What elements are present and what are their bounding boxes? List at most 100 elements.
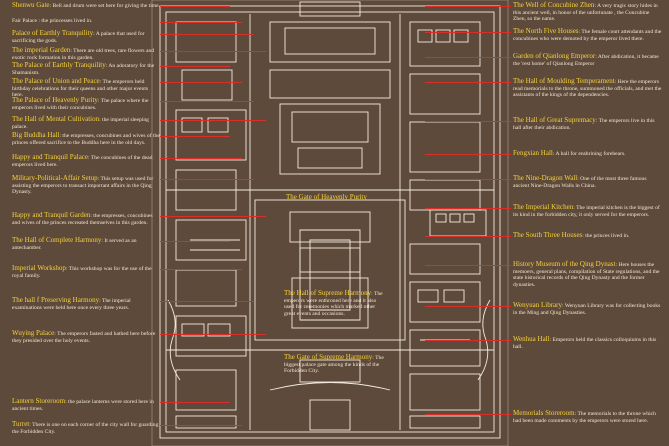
left-label-11: Happy and Tranquil Garden: the empresses… <box>12 212 160 226</box>
label-text: : The memorials to the throne which had … <box>513 411 656 424</box>
leader-line <box>425 414 511 415</box>
leader-line <box>160 334 266 335</box>
label-text: : The palace where the emperors lived wi… <box>12 98 149 111</box>
label-text: : A very tragic story hides in this anci… <box>513 3 658 23</box>
leader-line <box>425 208 511 209</box>
label-text: : The emperors fasted and bathed here be… <box>12 331 156 344</box>
label-title: Happy and Tranquil Garden <box>12 211 91 219</box>
label-title: The Hall of Complete Harmony <box>12 236 102 244</box>
label-text: Fair Palace : the princesses lived in. <box>12 18 93 24</box>
right-label-1: The North Five Houses: The female court … <box>513 28 663 42</box>
label-text: : There are old trees, rare flowers and … <box>12 48 155 61</box>
label-text: : The emperors held birthday celebration… <box>12 79 149 99</box>
leader-line <box>160 66 230 67</box>
label-title: The Gate of Heavenly Purity <box>286 193 367 201</box>
leader-line <box>425 82 511 83</box>
label-text: : There is one on each corner of the cit… <box>12 422 159 435</box>
label-title: Happy and Tranquil Palace <box>12 153 89 161</box>
left-label-9: Happy and Tranquil Palace: The concubine… <box>12 154 160 168</box>
leader-line <box>425 265 511 266</box>
label-text: : This workshop was for the use of the r… <box>12 266 152 279</box>
leader-line <box>425 236 511 237</box>
label-text: : the empresses, concubines and wives of… <box>12 133 160 146</box>
label-title: The Palace of Earthly Tranquility <box>12 61 106 69</box>
left-label-7: The Hall of Mental Cultivation: the impe… <box>12 116 160 130</box>
label-title: The Nine-Dragon Wall <box>513 174 578 182</box>
label-text: : The female court attendants and the co… <box>513 29 662 42</box>
leader-line <box>160 158 242 159</box>
label-title: The Well of Concubine Zhen <box>513 1 595 9</box>
leader-line <box>425 32 511 33</box>
leader-line <box>160 269 242 270</box>
left-label-10: Military-Political-Affair Setup: This se… <box>12 175 160 196</box>
right-label-2: Garden of Qianlong Emperor: After abdica… <box>513 53 663 67</box>
right-label-9: History Museum of the Qing Dynast: Here … <box>513 261 663 288</box>
leader-line <box>425 6 511 7</box>
left-label-15: Wuying Palace: The emperors fasted and b… <box>12 330 160 344</box>
label-text: : the empresses, concubines and wives of… <box>12 213 153 226</box>
label-text: : Here houses the memoers, general plans… <box>513 262 660 288</box>
right-label-11: Wenhua Hall: Emperors held the classics … <box>513 336 663 350</box>
leader-line <box>425 179 511 180</box>
label-title: History Museum of the Qing Dynast <box>513 260 616 268</box>
label-title: Garden of Qianlong Emperor <box>513 52 596 60</box>
label-title: The Hall of Great Supremacy <box>513 116 596 124</box>
label-title: Wenyuan Library <box>513 301 562 309</box>
label-title: Wenhua Hall <box>513 335 550 343</box>
label-text: : A hall for enshrining forebears. <box>552 151 626 157</box>
leader-line <box>425 340 511 341</box>
label-title: Turret <box>12 420 30 428</box>
right-label-5: Fengxian Hall: A hall for enshrining for… <box>513 150 663 158</box>
center-label-2: The Gate of Supreme Harmony: The biggest… <box>284 354 384 375</box>
label-title: Big Buddha Hall <box>12 131 60 139</box>
label-text: : Here the emperors read memorials to th… <box>513 79 662 99</box>
label-text: : This setup was used for assisting the … <box>12 176 154 196</box>
label-text: : The imperial kitchen is the biggest of… <box>513 205 660 218</box>
label-title: The Gate of Supreme Harmony <box>284 353 373 361</box>
label-title: Shenwu Gate <box>12 1 50 9</box>
label-text: : The biggest palace gate among the kind… <box>284 355 384 375</box>
label-title: The Palace of Heavenly Purity <box>12 96 98 104</box>
label-text: : The imperial examinations were held he… <box>12 298 131 311</box>
label-text: : One of the most three famous ancient N… <box>513 176 647 189</box>
label-text: : the palace lanterns were stored here i… <box>12 399 154 412</box>
right-label-3: The Hall of Moulding Temperament: Here t… <box>513 78 663 99</box>
left-label-14: The hall f Preserving Harmony: The imper… <box>12 297 160 311</box>
label-text: : the princes lived in. <box>582 233 630 239</box>
label-title: The imperial Garden <box>12 46 71 54</box>
label-title: The South Three Houses <box>513 231 583 239</box>
leader-line <box>160 6 230 7</box>
right-label-7: The Imperial Kitchen: The imperial kitch… <box>513 204 663 218</box>
right-label-8: The South Three Houses: the princes live… <box>513 232 663 240</box>
label-text: : A palace that used for sacrificing the… <box>12 31 145 44</box>
leader-line <box>160 216 266 217</box>
left-label-5: The Palace of Union and Peace: The emper… <box>12 78 160 99</box>
label-title: Palace of Earthly Tranquility <box>12 29 94 37</box>
label-text: : Emperors held the classics colloquiums… <box>513 337 657 350</box>
label-title: The North Five Houses <box>513 27 579 35</box>
label-text: : Wenyuan Library was for collecting boo… <box>513 303 661 316</box>
label-title: Memorials Storeroom <box>513 409 575 417</box>
center-label-1: The Hall of Supreme Harmony: The emperor… <box>284 290 384 317</box>
label-title: The Hall of Mental Cultivation <box>12 115 100 123</box>
left-label-12: The Hall of Complete Harmony: It served … <box>12 237 160 251</box>
leader-line <box>425 121 511 122</box>
label-text: : After abdication, it became the 'rest … <box>513 54 659 67</box>
right-label-6: The Nine-Dragon Wall: One of the most th… <box>513 175 663 189</box>
leader-line <box>160 22 242 23</box>
leader-line <box>160 120 266 121</box>
left-label-8: Big Buddha Hall: the empresses, concubin… <box>12 132 160 146</box>
right-label-10: Wenyuan Library: Wenyuan Library was for… <box>513 302 663 316</box>
leader-line <box>160 136 230 137</box>
left-label-0: Shenwu Gate: Bell and drum were set here… <box>12 2 160 10</box>
leader-line <box>425 154 511 155</box>
right-label-12: Memorials Storeroom: The memorials to th… <box>513 410 663 424</box>
left-label-17: Turret: There is one on each corner of t… <box>12 421 160 435</box>
leader-line <box>160 82 242 83</box>
label-text: : The concubines of the dead emperors li… <box>12 155 153 168</box>
leader-line <box>425 57 511 58</box>
label-title: Fengxian Hall <box>513 149 553 157</box>
leader-line <box>425 306 511 307</box>
left-label-16: Lantern Storeroom: the palace lanterns w… <box>12 398 160 412</box>
